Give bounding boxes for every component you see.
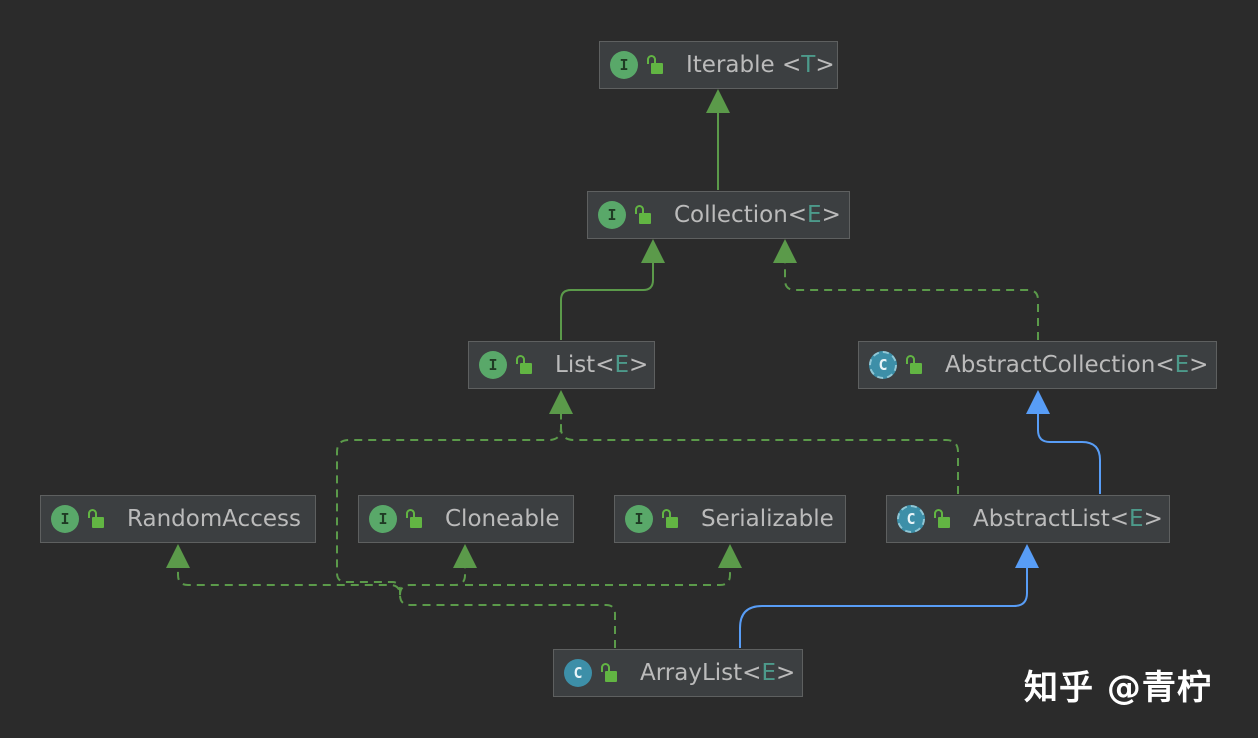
node-list-type-param: E bbox=[614, 352, 630, 378]
node-serializable[interactable]: I Serializable bbox=[614, 495, 846, 543]
node-array-list-name: ArrayList bbox=[640, 660, 743, 686]
node-collection-name: Collection bbox=[674, 202, 788, 228]
node-abstract-collection[interactable]: C AbstractCollection<E> bbox=[858, 341, 1217, 389]
arrowhead-list bbox=[549, 390, 573, 414]
arrowhead-cloneable bbox=[453, 544, 477, 568]
edge-arraylist-implements-cloneable bbox=[399, 566, 466, 596]
node-random-access[interactable]: I RandomAccess bbox=[40, 495, 316, 543]
arrowhead-abstractcollection bbox=[1026, 390, 1050, 414]
public-lock-icon bbox=[598, 661, 620, 685]
node-iterable-name: Iterable bbox=[686, 52, 775, 78]
arrowhead-serializable bbox=[718, 544, 742, 568]
edge-list-extends-collection bbox=[560, 260, 654, 340]
edge-arraylist-implements-serializable bbox=[465, 566, 731, 586]
edge-abstractlist-extends-abstractcollection bbox=[1037, 412, 1101, 494]
watermark: 知乎 @青柠 bbox=[1024, 668, 1212, 708]
node-iterable-type-param: T bbox=[801, 52, 816, 78]
arrowhead-iterable bbox=[706, 89, 730, 113]
public-lock-icon bbox=[903, 353, 925, 377]
node-array-list[interactable]: C ArrayList<E> bbox=[553, 649, 803, 697]
node-abstract-list[interactable]: C AbstractList<E> bbox=[886, 495, 1170, 543]
arrowhead-collection-left bbox=[641, 239, 665, 263]
node-cloneable-name: Cloneable bbox=[445, 506, 560, 532]
edge-arraylist-extends-abstractlist bbox=[739, 566, 1028, 648]
node-collection-type-param: E bbox=[807, 202, 822, 228]
edge-arraylist-implements-randomaccess bbox=[177, 566, 616, 648]
public-lock-icon bbox=[659, 507, 681, 531]
node-cloneable[interactable]: I Cloneable bbox=[358, 495, 574, 543]
interface-icon: I bbox=[610, 51, 638, 79]
edge-abstractlist-implements-list bbox=[560, 412, 959, 494]
node-collection[interactable]: I Collection<E> bbox=[587, 191, 850, 239]
interface-icon: I bbox=[598, 201, 626, 229]
node-abstract-collection-type-param: E bbox=[1174, 352, 1190, 378]
edge-arraylist-implements-list bbox=[336, 412, 562, 595]
abstract-class-icon: C bbox=[897, 505, 925, 533]
arrowhead-collection-right bbox=[773, 239, 797, 263]
interface-icon: I bbox=[479, 351, 507, 379]
public-lock-icon bbox=[644, 53, 666, 77]
interface-icon: I bbox=[51, 505, 79, 533]
public-lock-icon bbox=[403, 507, 425, 531]
class-icon: C bbox=[564, 659, 592, 687]
public-lock-icon bbox=[931, 507, 953, 531]
node-random-access-name: RandomAccess bbox=[127, 506, 301, 532]
node-array-list-type-param: E bbox=[761, 660, 776, 686]
interface-icon: I bbox=[625, 505, 653, 533]
node-list[interactable]: I List<E> bbox=[468, 341, 655, 389]
public-lock-icon bbox=[513, 353, 535, 377]
node-abstract-list-type-param: E bbox=[1129, 506, 1144, 532]
interface-icon: I bbox=[369, 505, 397, 533]
public-lock-icon bbox=[632, 203, 654, 227]
node-iterable[interactable]: I Iterable <T> bbox=[599, 41, 838, 89]
node-serializable-name: Serializable bbox=[701, 506, 834, 532]
node-list-name: List bbox=[555, 352, 596, 378]
public-lock-icon bbox=[85, 507, 107, 531]
node-abstract-list-name: AbstractList bbox=[973, 506, 1110, 532]
arrowhead-abstractlist bbox=[1015, 544, 1039, 568]
abstract-class-icon: C bbox=[869, 351, 897, 379]
arrowhead-randomaccess bbox=[166, 544, 190, 568]
node-abstract-collection-name: AbstractCollection bbox=[945, 352, 1156, 378]
edge-abstractcollection-implements-collection bbox=[784, 260, 1039, 340]
